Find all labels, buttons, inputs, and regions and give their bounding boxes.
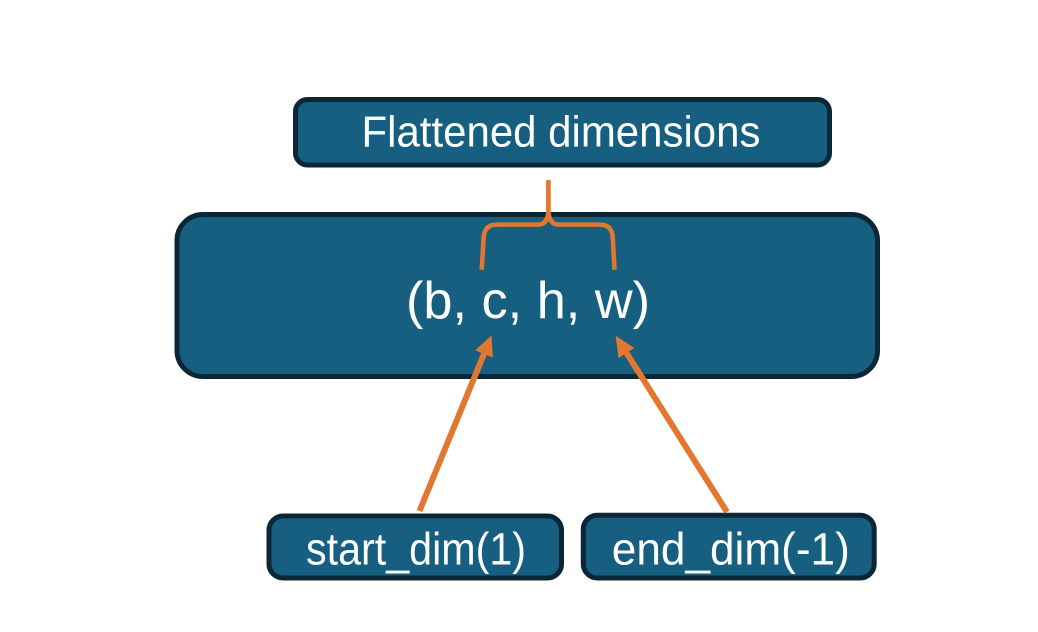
- svg-text:(b, c, h, w): (b, c, h, w): [406, 272, 650, 330]
- svg-text:start_dim(1): start_dim(1): [306, 524, 526, 575]
- svg-text:Flattened dimensions: Flattened dimensions: [362, 108, 761, 157]
- svg-text:end_dim(-1): end_dim(-1): [612, 524, 850, 575]
